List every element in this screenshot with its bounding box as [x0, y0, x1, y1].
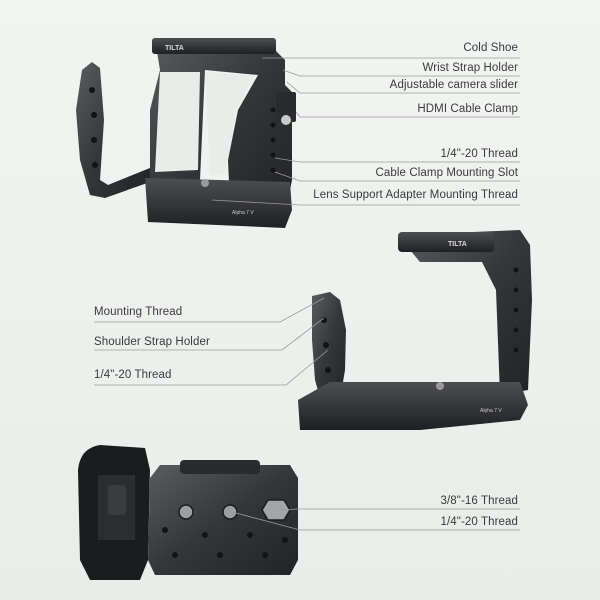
leader-shoulder-strap — [94, 317, 325, 351]
leader-lens-support — [211, 199, 520, 206]
leader-wrist-strap — [282, 69, 520, 77]
label-thread-three-eighths: 3/8"-16 Thread — [440, 495, 518, 507]
leader-camera-slider — [286, 81, 520, 94]
label-thread-quarter-bottom: 1/4"-20 Thread — [440, 516, 518, 528]
top-base-plate — [145, 178, 292, 228]
bottom-cage-plate — [148, 465, 298, 575]
middle-base-plate — [298, 382, 528, 430]
label-thread-quarter-top: 1/4"-20 Thread — [440, 148, 518, 160]
brand-mark-top: TILTA — [165, 45, 184, 52]
leader-hdmi-clamp — [295, 111, 520, 118]
label-lens-support-adapter-mounting-thread: Lens Support Adapter Mounting Thread — [313, 189, 518, 201]
label-mounting-thread: Mounting Thread — [94, 306, 183, 318]
model-mark-top: Alpha 7 V — [232, 210, 254, 216]
label-cold-shoe: Cold Shoe — [463, 42, 518, 54]
label-wrist-strap-holder: Wrist Strap Holder — [422, 62, 518, 74]
brand-mark-middle: TILTA — [448, 241, 467, 248]
bottom-cage-assembly — [78, 445, 298, 580]
label-hdmi-cable-clamp: HDMI Cable Clamp — [417, 103, 518, 115]
leader-lines — [94, 57, 520, 531]
label-shoulder-strap-holder: Shoulder Strap Holder — [94, 336, 210, 348]
top-side-handle — [76, 62, 150, 198]
hdmi-clamp-part — [276, 92, 296, 122]
leader-mounting-thread — [94, 297, 325, 323]
middle-cage-assembly: TILTA Alpha 7 V — [298, 230, 532, 430]
label-cable-clamp-mounting-slot: Cable Clamp Mounting Slot — [375, 167, 518, 179]
leader-thread-bottom — [231, 511, 520, 531]
label-thread-quarter-mid: 1/4"-20 Thread — [94, 369, 172, 381]
label-adjustable-camera-slider: Adjustable camera slider — [389, 79, 518, 91]
leader-thread-38 — [277, 508, 520, 511]
middle-cage-frame — [400, 230, 532, 395]
leader-thread-mid — [94, 349, 329, 386]
leader-cable-slot — [274, 171, 520, 182]
model-mark-middle: Alpha 7 V — [480, 408, 502, 414]
top-cage-assembly: TILTA Alpha 7 V — [76, 38, 296, 228]
leader-thread-top — [274, 157, 520, 163]
